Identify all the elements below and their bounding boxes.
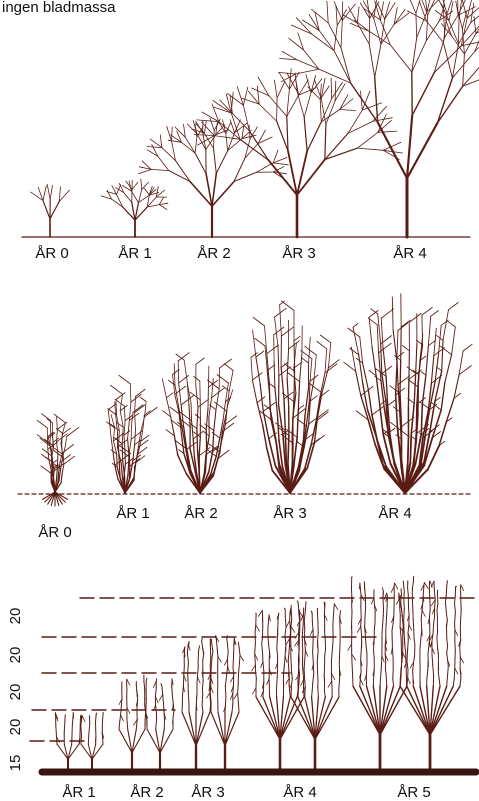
height-guide-lines — [30, 598, 478, 741]
tree-top-year-1 — [101, 179, 168, 237]
top-label-year-2: ÅR 2 — [197, 245, 230, 262]
top-label-year-3: ÅR 3 — [282, 245, 315, 262]
bottom-label-year-1: ÅR 1 — [62, 784, 95, 801]
middle-label-year-4: ÅR 4 — [378, 505, 411, 522]
tree-top-year-3 — [194, 69, 403, 237]
tree-middle-year-3 — [251, 301, 339, 493]
header-text: ingen bladmassa — [2, 0, 116, 16]
side-label-2: 20 — [7, 647, 24, 664]
middle-label-year-3: ÅR 3 — [273, 505, 306, 522]
top-label-year-4: ÅR 4 — [393, 245, 426, 262]
tree-bottom-year-2-b — [146, 678, 174, 770]
tree-top-year-0 — [31, 184, 70, 237]
middle-label-year-1: ÅR 1 — [116, 505, 149, 522]
tree-top-year-4 — [278, 0, 479, 237]
middle-label-year-0: ÅR 0 — [38, 524, 71, 541]
tree-bottom-year-4-a — [252, 601, 304, 770]
bottom-label-year-5: ÅR 5 — [397, 784, 430, 801]
tree-bottom-year-2-a — [119, 675, 148, 770]
top-label-year-1: ÅR 1 — [118, 245, 151, 262]
tree-middle-year-4 — [344, 294, 472, 493]
bottom-label-year-2: ÅR 2 — [130, 784, 163, 801]
bottom-label-year-3: ÅR 3 — [191, 784, 224, 801]
tree-middle-year-2 — [162, 353, 236, 493]
side-label-1: 20 — [7, 608, 24, 625]
middle-label-year-2: ÅR 2 — [184, 505, 217, 522]
side-label-4: 20 — [7, 719, 24, 736]
bottom-label-year-4: ÅR 4 — [283, 784, 316, 801]
tree-middle-year-1 — [107, 375, 157, 493]
tree-middle-year-0 — [37, 414, 79, 492]
tree-bottom-year-3-a — [182, 638, 213, 770]
tree-bottom-year-5-a — [348, 577, 412, 770]
tree-drawings — [31, 0, 479, 770]
top-label-year-0: ÅR 0 — [35, 245, 68, 262]
side-label-3: 20 — [7, 684, 24, 701]
side-label-5: 15 — [7, 755, 24, 772]
